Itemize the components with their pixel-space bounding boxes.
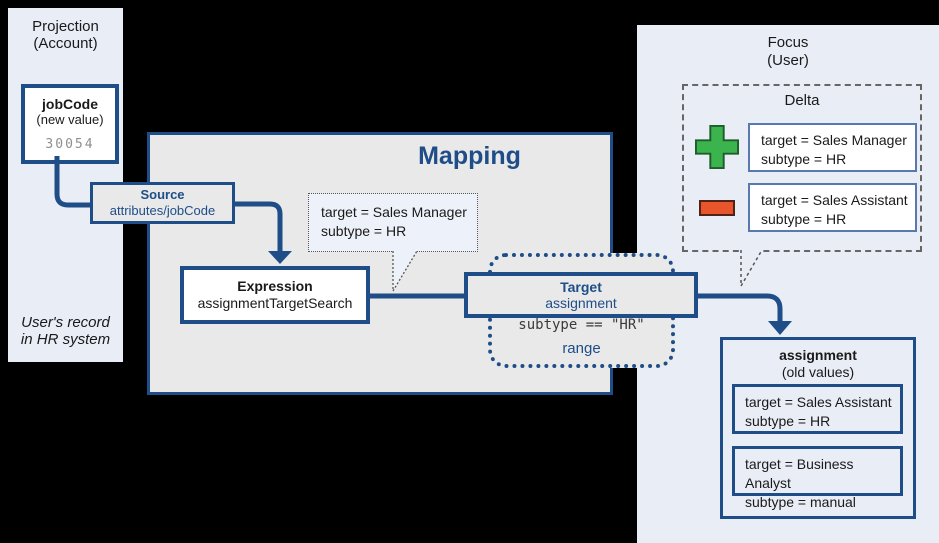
jobcode-attribute-qualifier: (new value) — [36, 111, 104, 127]
range-label: range — [562, 340, 601, 357]
mapping-output-line2: subtype = HR — [321, 223, 407, 239]
projection-panel-title: Projection (Account) — [8, 18, 123, 52]
delta-remove-line1: target = Sales Assistant — [761, 192, 908, 208]
expression-node-label: Expression — [237, 278, 313, 294]
assignment-old-values-box: assignment (old values) target = Sales A… — [720, 337, 916, 519]
projection-title-line1: Projection — [32, 18, 99, 35]
source-node-value: attributes/jobCode — [109, 203, 216, 218]
projection-caption: User's record in HR system — [8, 314, 123, 348]
minus-icon — [699, 200, 735, 216]
projection-title-line2: (Account) — [33, 35, 98, 52]
delta-remove-line2: subtype = HR — [761, 211, 847, 227]
jobcode-attribute-value: 30054 — [45, 136, 95, 152]
assignment-value-box: target = Sales Assistant subtype = HR — [732, 384, 903, 434]
source-node: Source attributes/jobCode — [90, 182, 235, 224]
focus-title-line1: Focus — [767, 34, 809, 51]
assignment-value-0-line2: subtype = HR — [745, 413, 831, 429]
range-condition: subtype == "HR" — [518, 317, 645, 333]
expression-node: Expression assignmentTargetSearch — [180, 266, 370, 324]
delta-add-line2: subtype = HR — [761, 151, 847, 167]
mapping-output-callout: target = Sales Manager subtype = HR — [308, 193, 478, 252]
delta-add-value-box: target = Sales Manager subtype = HR — [748, 123, 917, 172]
delta-add-line1: target = Sales Manager — [761, 132, 907, 148]
focus-title-line2: (User) — [767, 52, 809, 69]
assignment-title: assignment (old values) — [723, 347, 913, 381]
assignment-value-1-line1: target = Business Analyst — [745, 456, 854, 491]
target-node: Target assignment — [464, 272, 698, 318]
assignment-value-box: target = Business Analyst subtype = manu… — [732, 446, 903, 510]
assignment-value-0-line1: target = Sales Assistant — [745, 394, 892, 410]
assignment-title-qualifier: (old values) — [781, 364, 855, 380]
delta-box: Delta target = Sales Manager subtype = H… — [682, 84, 922, 252]
source-node-label: Source — [140, 187, 185, 202]
assignment-value-1-line2: subtype = manual — [745, 494, 856, 510]
delta-title: Delta — [784, 92, 820, 109]
assignment-title-label: assignment — [779, 347, 857, 363]
jobcode-attribute-name: jobCode — [42, 95, 98, 112]
target-node-value: assignment — [545, 295, 617, 311]
plus-icon-shape — [695, 125, 739, 169]
projection-caption-line2: in HR system — [20, 331, 111, 348]
mapping-output-line1: target = Sales Manager — [321, 204, 467, 220]
target-node-label: Target — [560, 279, 602, 295]
delta-remove-value-box: target = Sales Assistant subtype = HR — [748, 183, 917, 232]
expression-node-value: assignmentTargetSearch — [197, 295, 353, 311]
mapping-title: Mapping — [418, 142, 521, 170]
plus-icon — [695, 125, 739, 169]
focus-panel-title: Focus (User) — [637, 34, 939, 70]
projection-caption-line1: User's record — [21, 314, 110, 331]
